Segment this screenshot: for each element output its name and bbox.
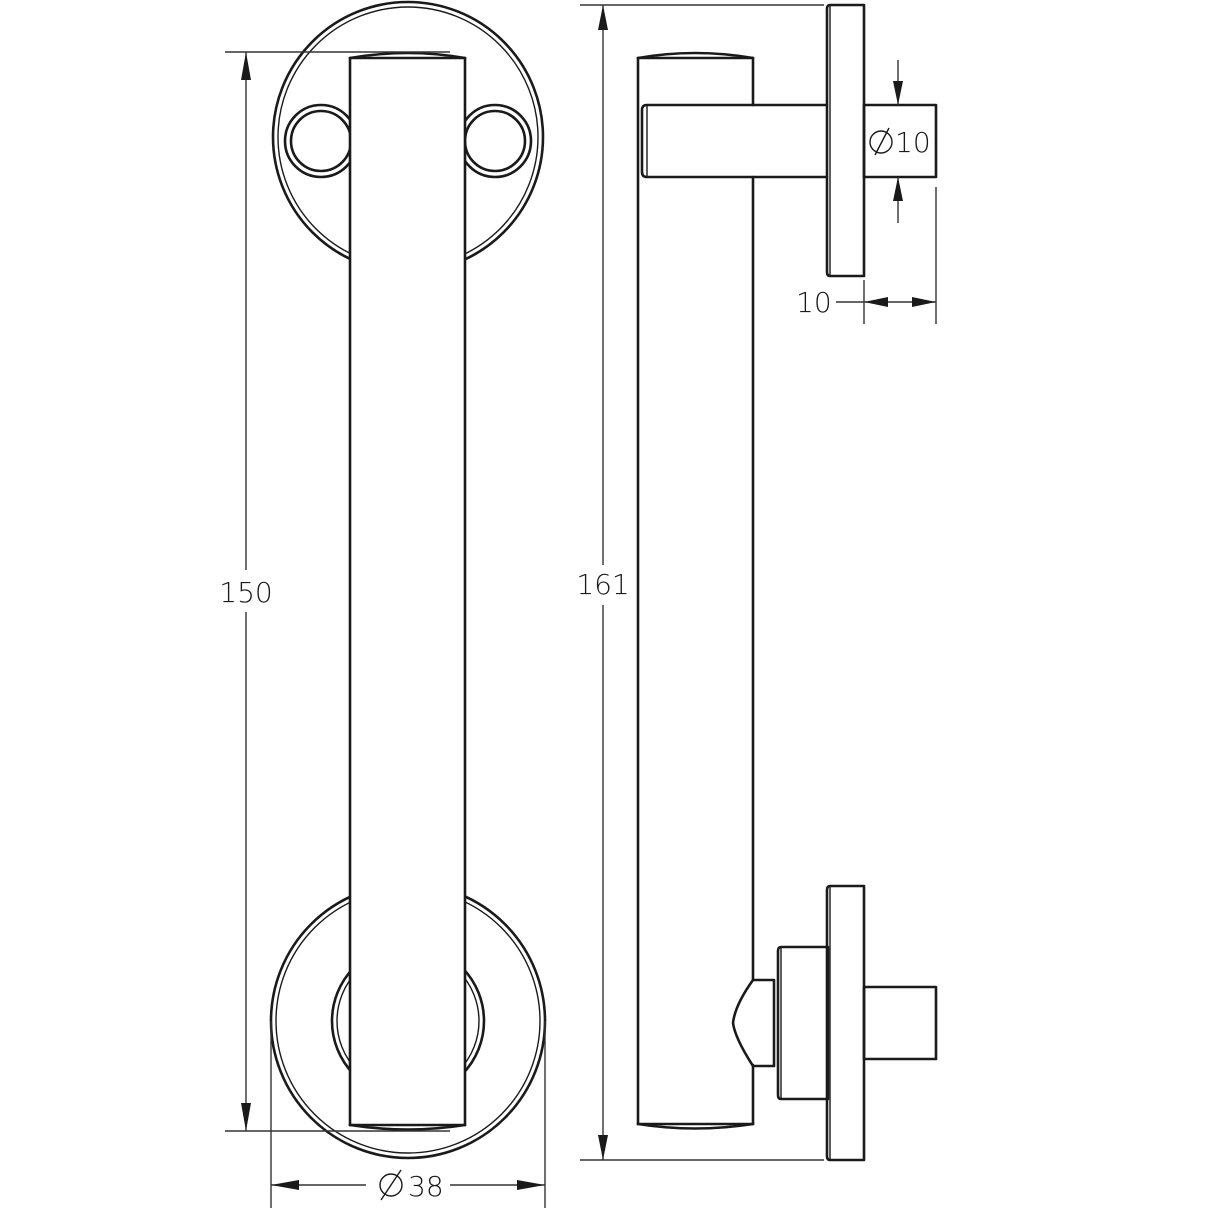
diameter-symbol-icon: [379, 1169, 403, 1201]
dimension-150-label: 150: [219, 576, 272, 609]
dimension-diameter-10-label: 10: [895, 126, 931, 159]
screw-hole-left-icon: [283, 103, 359, 179]
dimension-150: 150: [219, 51, 450, 1132]
dimension-161-label: 161: [576, 568, 629, 601]
handle-bar-front: [348, 51, 467, 1131]
dimension-10-label: 10: [796, 286, 832, 319]
lower-collar: [731, 978, 776, 1068]
front-view: 150 38: [219, 0, 547, 1208]
dimension-diameter-10: 10: [869, 60, 931, 223]
lower-backplate: [825, 884, 866, 1162]
dimension-161: 161: [576, 4, 824, 1161]
lower-spacer: [776, 945, 830, 1101]
dimension-10: 10: [796, 187, 937, 324]
upper-spigot: [640, 103, 829, 179]
lower-pin: [862, 985, 938, 1061]
screw-hole-right-icon: [457, 103, 533, 179]
upper-pin: [862, 103, 938, 179]
dimension-diameter-38: 38: [270, 1021, 546, 1208]
diameter-symbol-icon: [869, 127, 893, 156]
upper-backplate: [825, 3, 866, 278]
handle-bar-side: [636, 51, 755, 1130]
side-view: 161 10 10: [576, 3, 938, 1162]
dimension-38-label: 38: [408, 1170, 444, 1203]
